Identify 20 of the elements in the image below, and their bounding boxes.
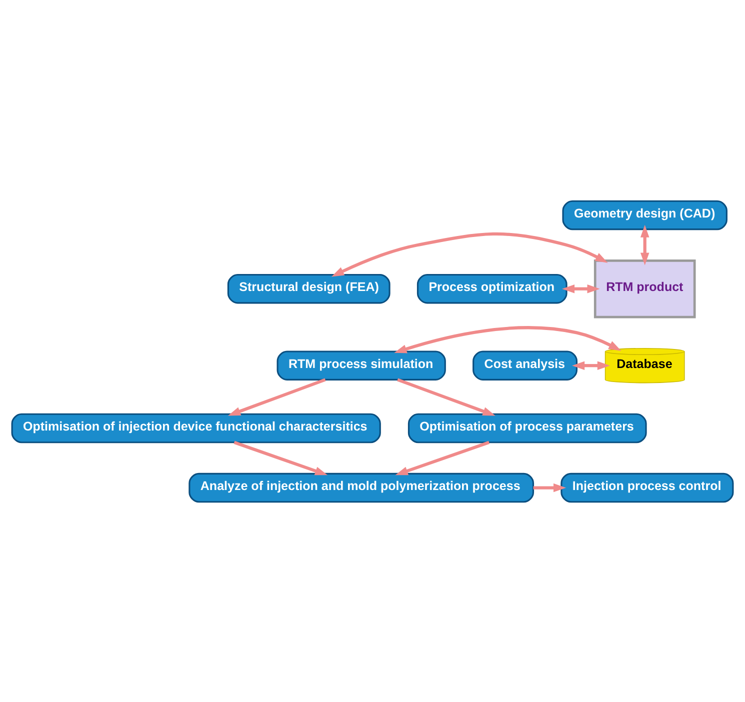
arrow [397, 378, 496, 416]
arrow [228, 378, 326, 416]
arrow [533, 482, 566, 492]
node-box: Geometry design (CAD) [562, 200, 728, 230]
node-box: Process optimization [416, 273, 568, 304]
arrow [234, 440, 328, 475]
arrow [640, 224, 650, 265]
node-box: RTM process simulation [276, 350, 446, 380]
node-box: Cost analysis [472, 350, 578, 380]
node-box: Optimisation of process parameters [408, 412, 647, 443]
arrow [331, 232, 608, 276]
arrow [395, 440, 490, 475]
node-box: Optimisation of injection device functional charactersitics [11, 412, 381, 443]
node-box: Injection process control [560, 472, 734, 502]
arrow [394, 326, 622, 353]
node-box: Structural design (FEA) [227, 273, 390, 304]
node-box: RTM product [594, 258, 696, 318]
node-box: Analyze of injection and mold polymerization process [188, 472, 534, 502]
arrow [562, 284, 600, 293]
arrow [572, 360, 610, 370]
